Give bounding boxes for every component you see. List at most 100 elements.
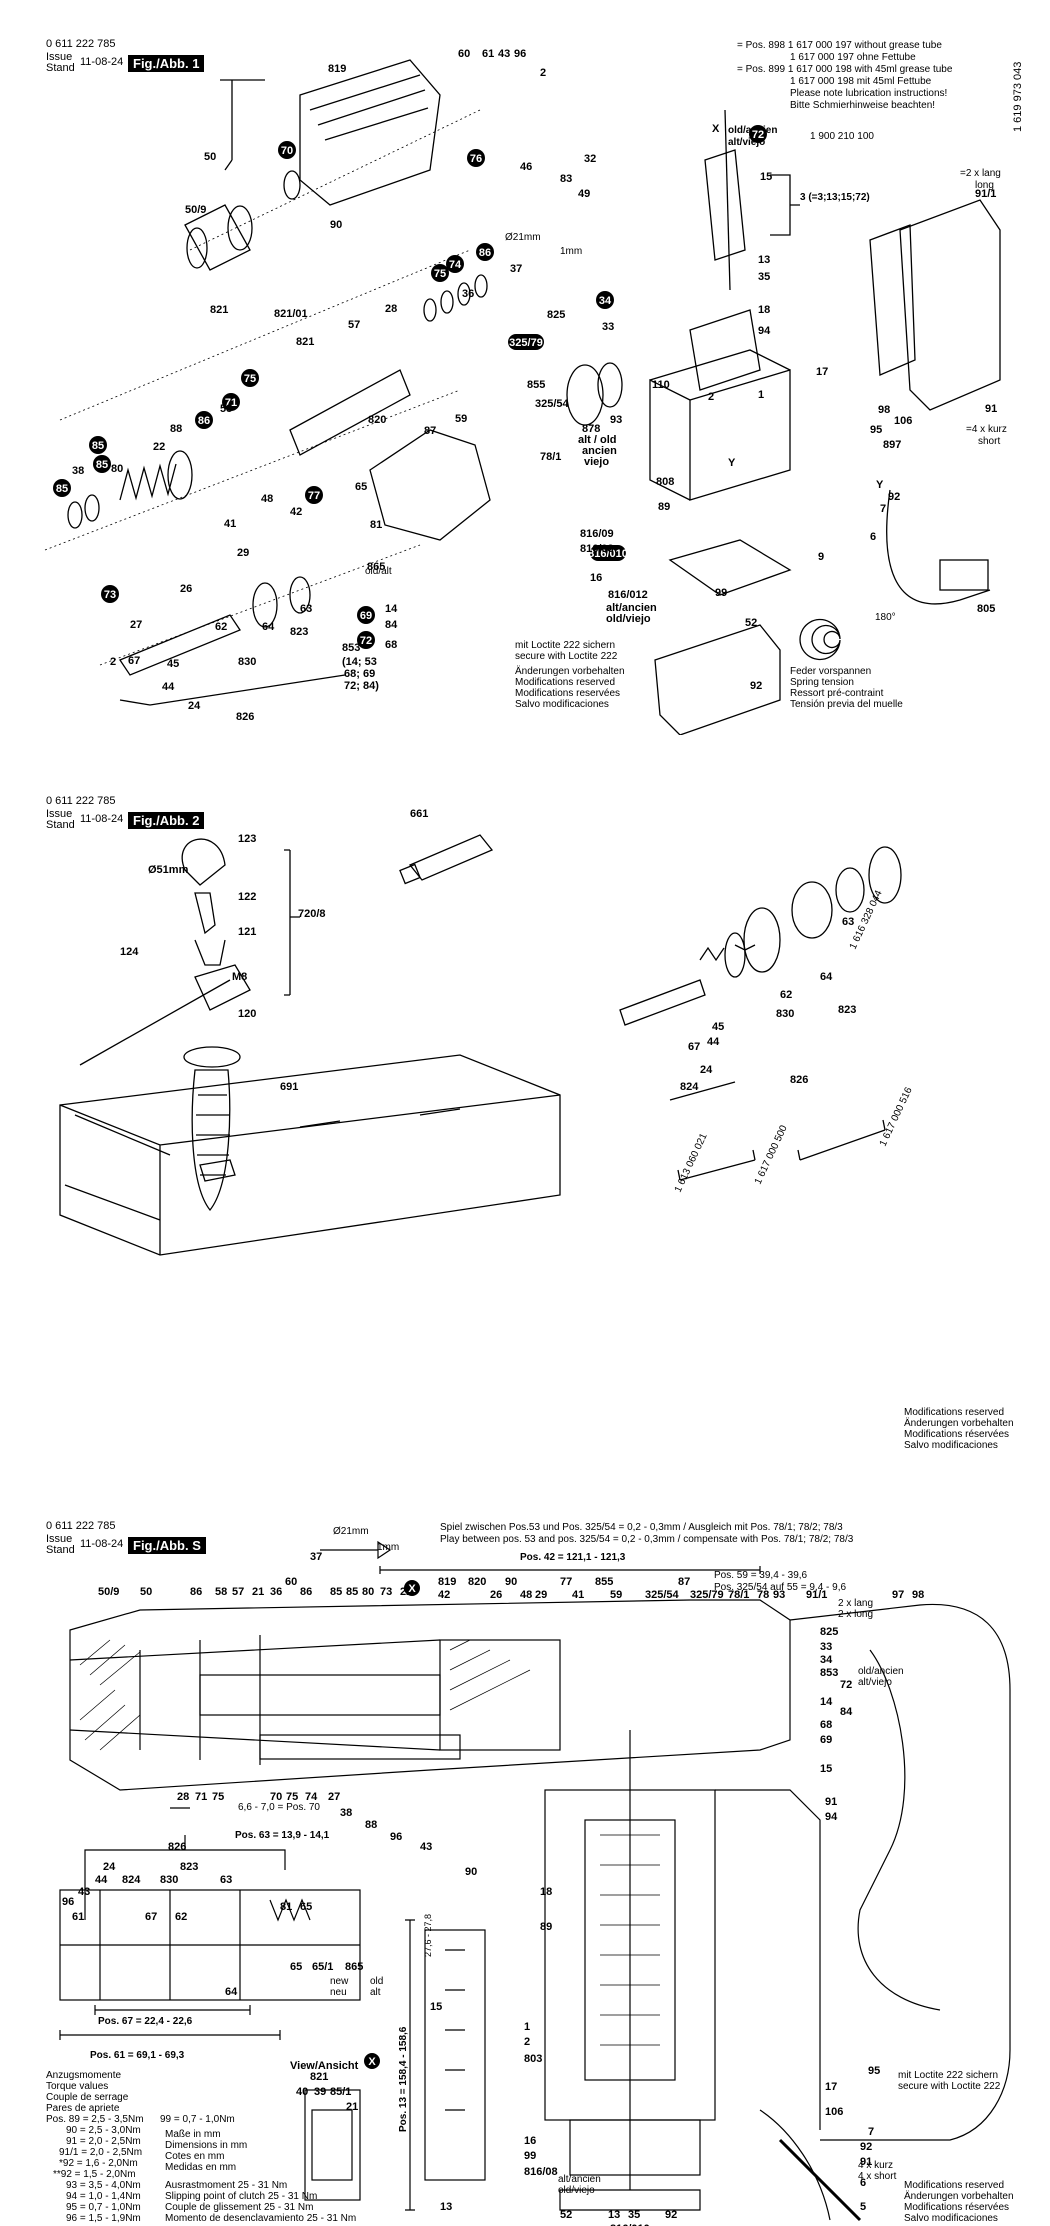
svg-text:80: 80	[111, 463, 123, 475]
screw-long-0: =2 x lang	[960, 168, 1001, 179]
svg-text:90: 90	[330, 219, 342, 231]
svg-text:7: 7	[880, 503, 886, 515]
svg-text:75: 75	[244, 373, 256, 385]
screw-short-1: short	[978, 436, 1001, 447]
loctite-4: Modifications reservées	[515, 688, 621, 699]
screw-long-s-1: 2 x long	[838, 1609, 874, 1620]
svg-text:94: 94	[825, 1811, 838, 1823]
svg-text:65: 65	[355, 481, 367, 493]
doc-number-2: 0 611 222 785	[46, 795, 116, 807]
svg-text:60: 60	[285, 1576, 297, 1588]
svg-text:32: 32	[584, 153, 596, 165]
svg-text:67: 67	[145, 1911, 157, 1923]
svg-text:38: 38	[72, 465, 84, 477]
svg-text:77: 77	[308, 490, 320, 502]
svg-text:29: 29	[535, 1589, 547, 1601]
svg-text:60: 60	[458, 48, 470, 60]
stand-label-2: Stand	[46, 819, 75, 831]
svg-text:52: 52	[745, 617, 757, 629]
clutch-2: Couple de glissement 25 - 31 Nm	[165, 2202, 314, 2213]
svg-text:49: 49	[578, 188, 590, 200]
neu-label: neu	[330, 1987, 347, 1998]
dia21-s: Ø21mm	[333, 1526, 369, 1537]
svg-text:29: 29	[237, 547, 249, 559]
svg-text:821: 821	[210, 304, 228, 316]
svg-text:62: 62	[780, 989, 792, 1001]
svg-text:21: 21	[252, 1586, 264, 1598]
svg-text:85/1: 85/1	[330, 2086, 351, 2098]
svg-text:91: 91	[985, 403, 997, 415]
pos61: Pos. 61 = 69,1 - 69,3	[90, 2050, 185, 2061]
dia21-label: Ø21mm	[505, 232, 541, 243]
torque-3: 91/1 = 2,0 - 2,5Nm	[59, 2147, 143, 2158]
svg-text:92: 92	[860, 2141, 872, 2153]
svg-text:14: 14	[820, 1696, 833, 1708]
svg-text:16: 16	[590, 572, 602, 584]
issue-label-s: Issue	[46, 1533, 73, 1545]
svg-text:15: 15	[430, 2001, 442, 2013]
svg-text:124: 124	[120, 946, 139, 958]
svg-text:84: 84	[840, 1706, 853, 1718]
screw-short-s-0: 4 x kurz	[858, 2160, 894, 2171]
svg-text:68: 68	[820, 1719, 832, 1731]
svg-text:81: 81	[280, 1901, 292, 1913]
svg-text:70: 70	[270, 1791, 282, 1803]
svg-text:91/1: 91/1	[806, 1589, 827, 1601]
torque-title-1: Torque values	[46, 2081, 109, 2092]
svg-text:95: 95	[870, 424, 882, 436]
svg-text:42: 42	[290, 506, 302, 518]
svg-text:18: 18	[540, 1886, 552, 1898]
svg-text:63: 63	[220, 1874, 232, 1886]
svg-text:Y: Y	[876, 479, 884, 491]
svg-text:alt/ancien: alt/ancien	[606, 602, 657, 614]
svg-text:33: 33	[602, 321, 614, 333]
svg-text:68: 68	[385, 639, 397, 651]
svg-text:13: 13	[608, 2209, 620, 2221]
mm1-s: 1mm	[377, 1542, 400, 1553]
svg-text:816/09: 816/09	[580, 528, 614, 540]
svg-text:33: 33	[820, 1641, 832, 1653]
svg-text:39: 39	[314, 2086, 326, 2098]
svg-text:9: 9	[818, 551, 824, 563]
torque-10: 99 = 0,7 - 1,0Nm	[160, 2114, 235, 2125]
svg-text:72: 72	[360, 635, 372, 647]
svg-text:M8: M8	[232, 971, 247, 983]
svg-text:803: 803	[524, 2053, 542, 2065]
svg-text:2: 2	[540, 67, 546, 79]
svg-text:43: 43	[420, 1841, 432, 1853]
grease-line-0: = Pos. 898 1 617 000 197 without grease …	[737, 40, 942, 51]
svg-text:106: 106	[825, 2106, 843, 2118]
svg-text:69: 69	[820, 1734, 832, 1746]
svg-text:45: 45	[712, 1021, 724, 1033]
svg-text:120: 120	[238, 1008, 256, 1020]
mods-s-0: Modifications reserved	[904, 2180, 1005, 2191]
svg-text:820: 820	[368, 414, 386, 426]
svg-text:661: 661	[410, 808, 428, 820]
svg-text:75: 75	[286, 1791, 298, 1803]
svg-text:86: 86	[198, 415, 210, 427]
svg-text:45: 45	[167, 658, 179, 670]
svg-text:123: 123	[238, 833, 256, 845]
svg-text:63: 63	[842, 916, 854, 928]
loctite-s-1: secure with Loctite 222	[898, 2081, 1001, 2092]
date: 11-08-24	[80, 56, 124, 68]
grease-line-1: 1 617 000 197 ohne Fettube	[790, 52, 916, 63]
stand-label: Stand	[46, 62, 75, 74]
svg-text:92: 92	[665, 2209, 677, 2221]
torque-1: 90 = 2,5 - 3,0Nm	[66, 2125, 141, 2136]
svg-text:94: 94	[758, 325, 771, 337]
mods-s-1: Änderungen vorbehalten	[904, 2191, 1014, 2202]
svg-text:44: 44	[162, 681, 175, 693]
svg-text:122: 122	[238, 891, 256, 903]
callout-x-badges: X X	[364, 1580, 420, 2069]
old-label: old	[370, 1976, 384, 1987]
dims-2: Cotes en mm	[165, 2151, 225, 2162]
svg-text:5: 5	[860, 2201, 866, 2213]
svg-text:28: 28	[385, 303, 397, 315]
date-2: 11-08-24	[80, 813, 124, 825]
svg-text:X: X	[712, 123, 720, 135]
grease-line-3: 1 617 000 198 mit 45ml Fettube	[790, 76, 932, 87]
svg-text:98: 98	[912, 1589, 924, 1601]
svg-text:2: 2	[110, 656, 116, 668]
svg-text:50: 50	[204, 151, 216, 163]
